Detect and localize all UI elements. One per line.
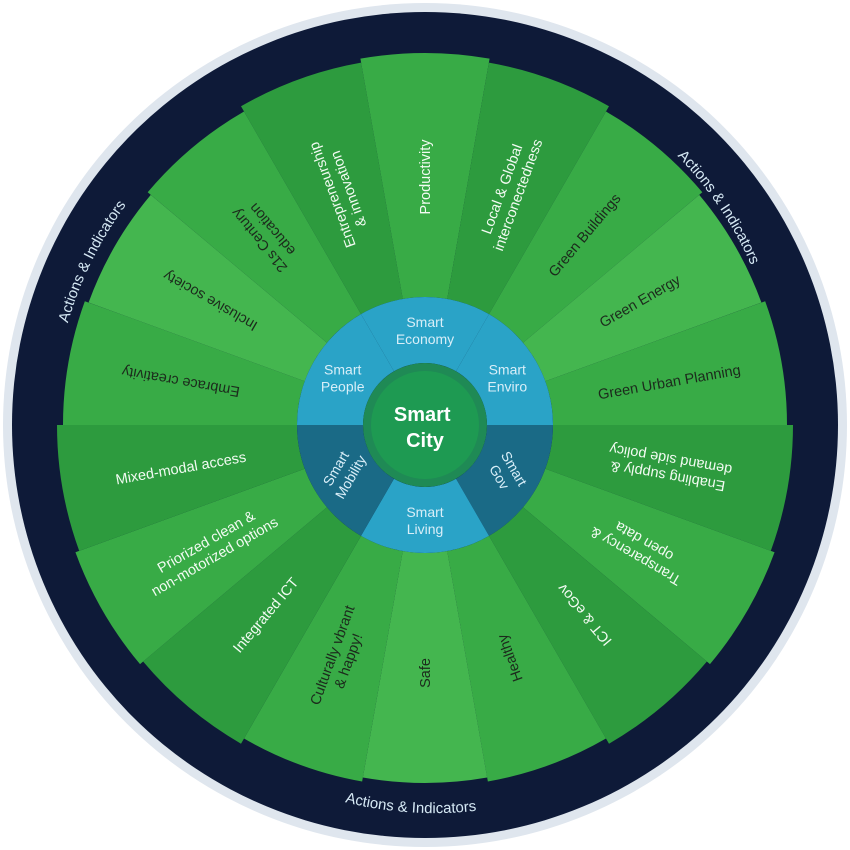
spoke-21s-century-education-segment <box>147 111 361 343</box>
spoke-green-buildings-segment <box>489 111 703 343</box>
domain-gov-segment <box>456 425 553 536</box>
spoke-safe-label: Safe <box>418 658 434 688</box>
domain-people-segment <box>297 314 394 425</box>
spoke-local-global-interconectedness-segment <box>447 62 609 315</box>
spoke-enabling-supply-demand-side-policy-segment <box>545 425 793 551</box>
spoke-productivity-label-line: Productivity <box>418 139 434 215</box>
spoke-productivity-segment <box>360 52 490 299</box>
domain-mobility-segment <box>297 425 394 536</box>
center-label-line-2: City <box>406 430 445 452</box>
center-label-line-1: Smart <box>394 404 451 426</box>
domain-living-label-line: Smart <box>406 504 443 520</box>
domain-enviro-label-line: Enviro <box>487 379 527 395</box>
spoke-transparency-open-data-segment <box>523 468 775 665</box>
domain-enviro-label-line: Smart <box>489 362 526 378</box>
domain-living-label-line: Living <box>407 521 444 537</box>
spoke-ict-egov-segment <box>489 507 707 744</box>
domain-economy-label-line: Economy <box>396 331 454 347</box>
spoke-green-urban-planning-segment <box>545 301 787 425</box>
spoke-priorized-clean-non-motorized-options-segment <box>75 468 327 665</box>
domain-living-segment <box>361 478 489 553</box>
spoke-safe-label-line: Safe <box>418 658 434 688</box>
center-label: Smart City <box>394 404 456 452</box>
domain-enviro-segment <box>456 314 553 425</box>
spoke-safe-segment <box>362 551 488 783</box>
spoke-entrepreneurship-innovation-segment <box>241 62 403 315</box>
spoke-culturally-vbrant-happy-segment <box>244 535 403 782</box>
domain-economy-segment <box>361 297 489 372</box>
spoke-green-energy-segment <box>523 194 762 382</box>
spoke-integrated-ict-segment <box>143 507 361 744</box>
spoke-embrace-creativity-segment <box>63 301 305 425</box>
domain-economy-label-line: Smart <box>406 314 443 330</box>
domain-people-label-line: Smart <box>324 362 361 378</box>
domain-people-label-line: People <box>321 379 365 395</box>
center-hub <box>371 371 479 479</box>
spoke-inclusive-society-segment <box>88 194 327 382</box>
spoke-mixed-modal-access-segment <box>57 425 305 551</box>
spoke-productivity-label: Productivity <box>418 139 434 215</box>
spoke-healthy-segment <box>447 535 606 782</box>
